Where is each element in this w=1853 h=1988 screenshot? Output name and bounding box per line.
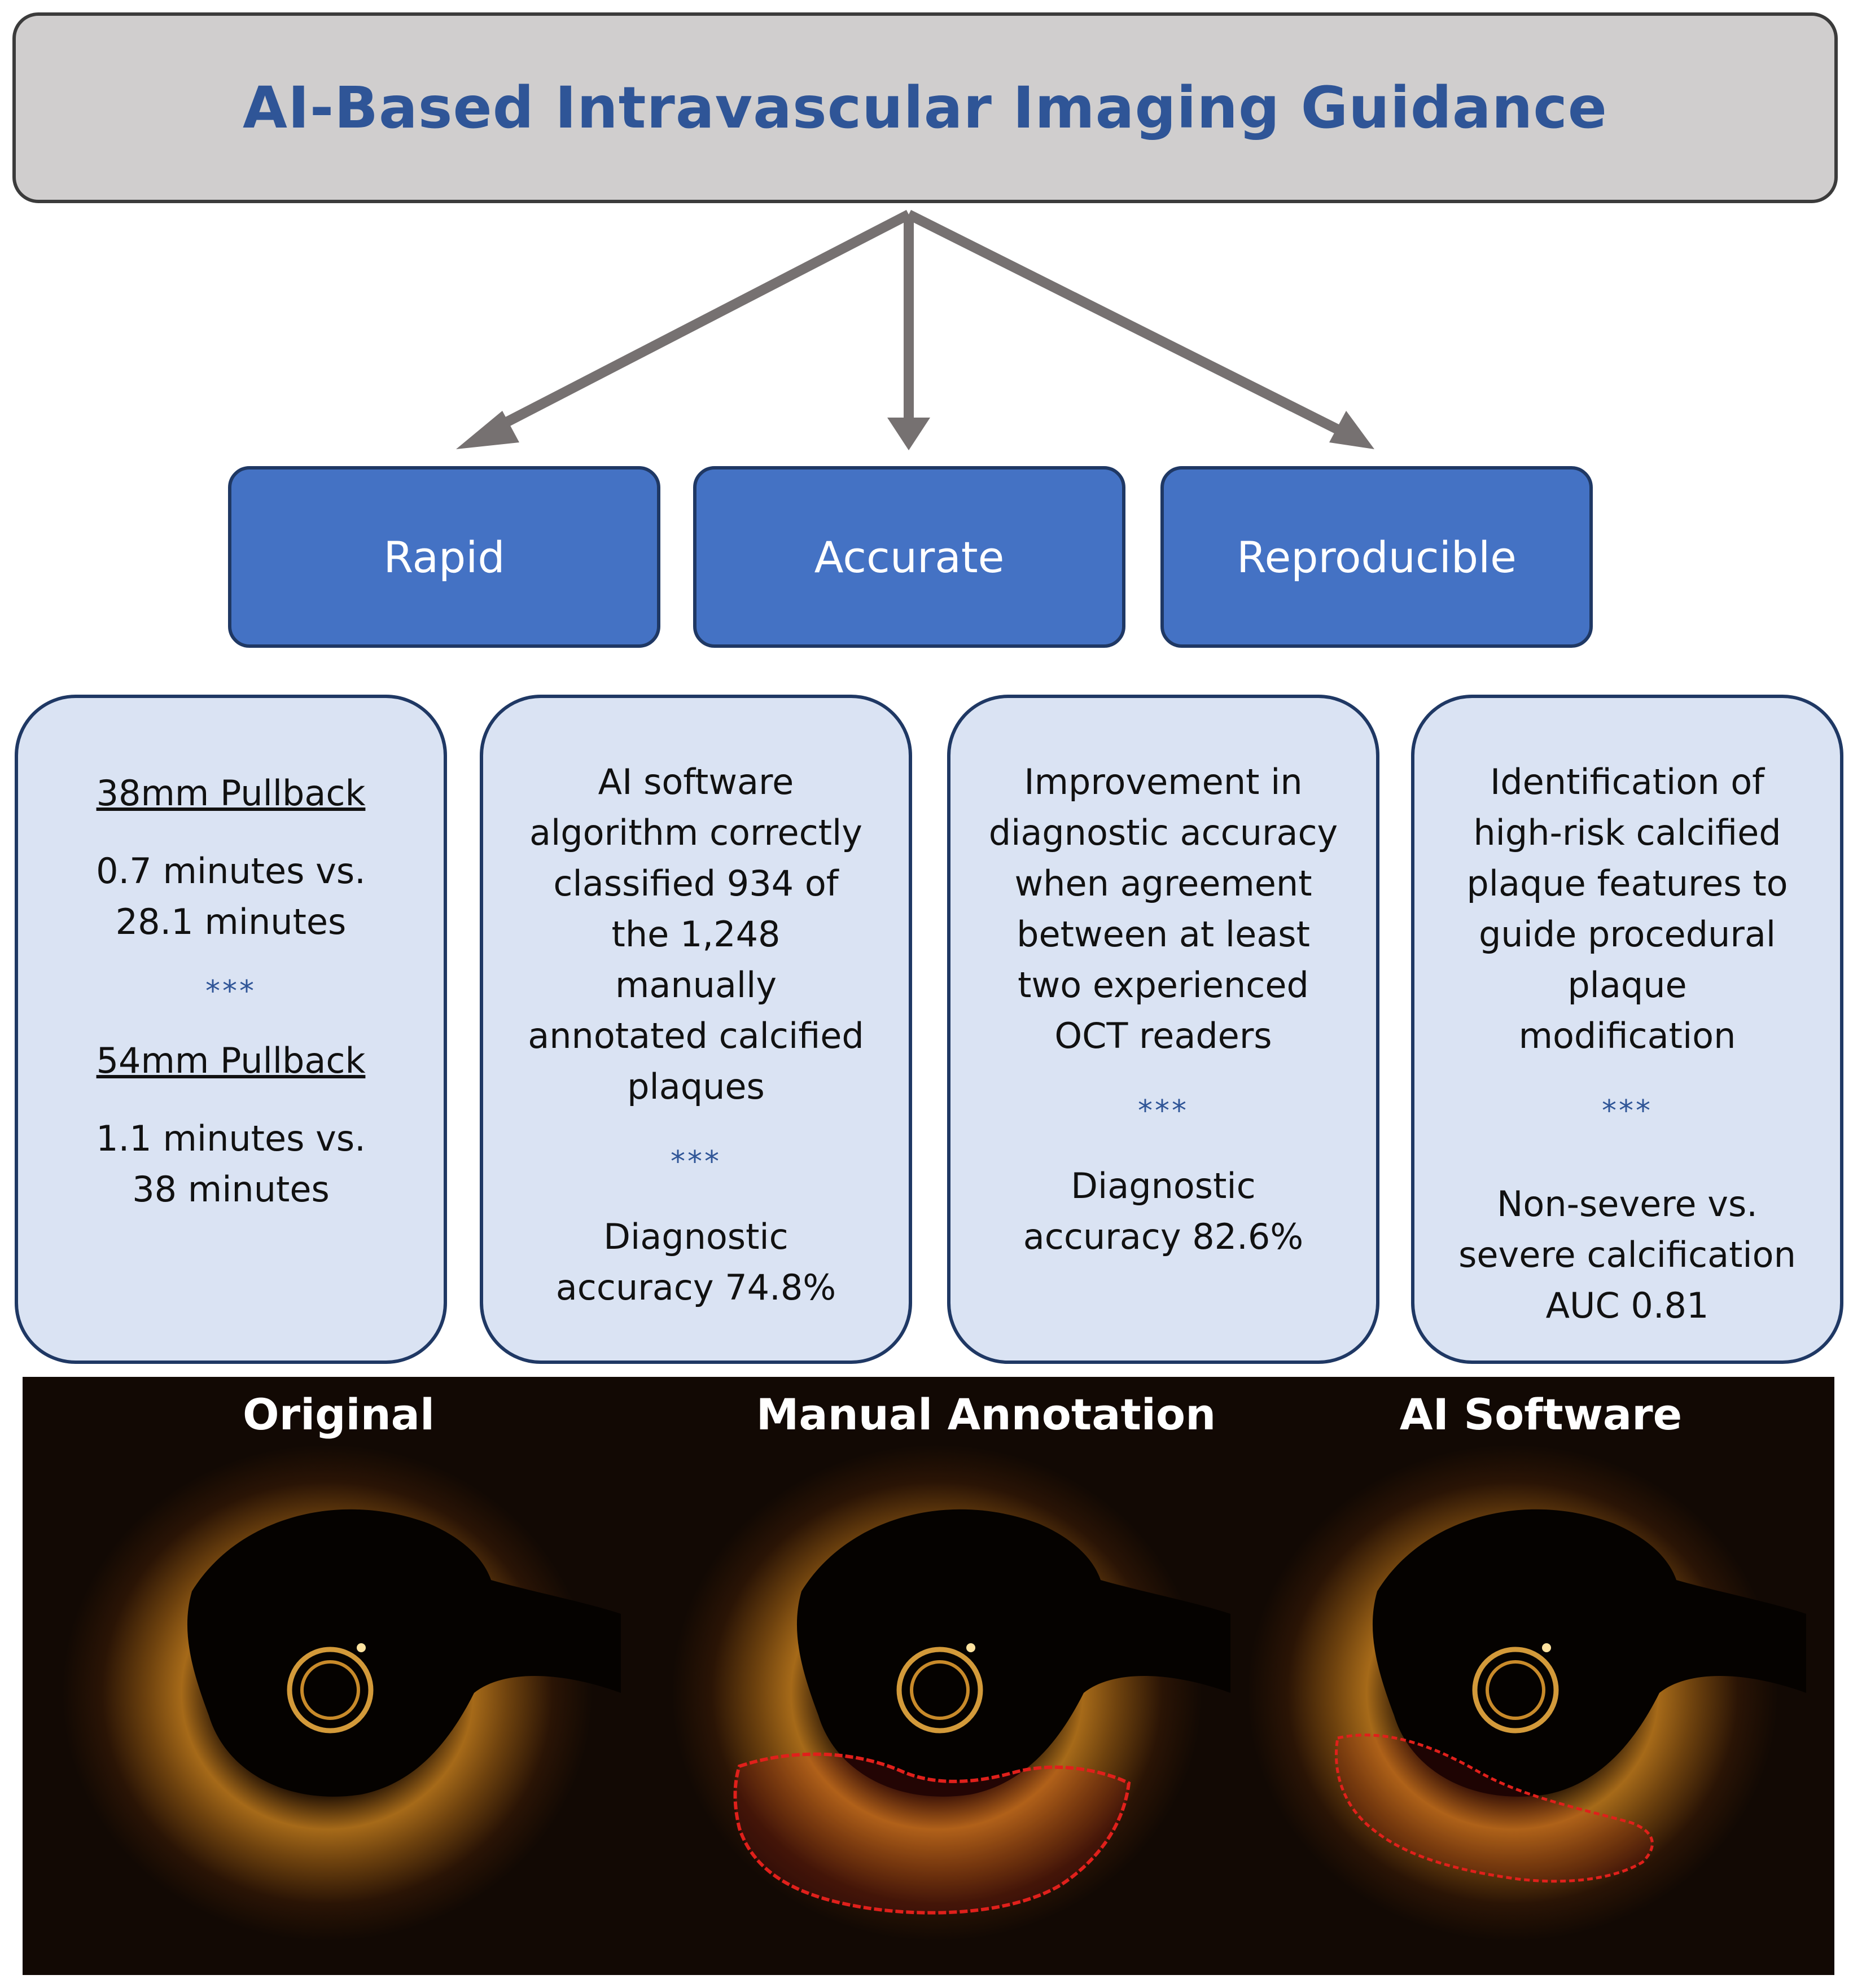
ai-annotation-outline [1335,1734,1654,1883]
oct-images [62,1445,1806,1941]
risk-description: Identification of high-risk calcified pl… [1466,761,1788,1056]
reproducible-description: Improvement in diagnostic accuracy when … [988,761,1338,1056]
card-accurate: AI software algorithm correctly classifi… [480,695,912,1364]
branch-arrows [456,209,1374,450]
category-accurate-label: Accurate [814,532,1005,582]
accurate-result: Diagnostic accuracy 74.8% [555,1216,836,1308]
title-box: AI-Based Intravascular Imaging Guidance [12,12,1838,203]
label-manual-annotation: Manual Annotation [756,1389,1216,1440]
label-original: Original [242,1389,435,1440]
heading-38mm: 38mm Pullback [96,773,366,814]
category-rapid-label: Rapid [383,532,505,582]
accurate-description: AI software algorithm correctly classifi… [528,761,864,1107]
card-risk: Identification of high-risk calcified pl… [1411,695,1843,1364]
separator-stars: *** [671,1145,721,1179]
category-reproducible-label: Reproducible [1237,532,1517,582]
card-reproducible: Improvement in diagnostic accuracy when … [947,695,1379,1364]
rapid-text-38mm: 0.7 minutes vs. 28.1 minutes [96,850,366,942]
heading-54mm: 54mm Pullback [96,1040,366,1081]
risk-result: Non-severe vs. severe calcification AUC … [1458,1183,1796,1326]
rapid-text-54mm: 1.1 minutes vs. 38 minutes [96,1118,366,1210]
card-rapid: 38mm Pullback 0.7 minutes vs. 28.1 minut… [15,695,447,1364]
separator-stars: *** [1602,1094,1653,1128]
arrow-to-reproducible [906,209,1351,440]
oct-panel-original [62,1445,621,1941]
oct-panel-manual [672,1445,1230,1941]
arrowhead-accurate [887,418,930,450]
label-ai-software: AI Software [1399,1389,1683,1440]
arrowhead-rapid [456,411,519,449]
oct-image-strip: Original Manual Annotation AI Software [23,1377,1834,1975]
oct-panel-ai [1247,1445,1806,1941]
category-rapid: Rapid [228,466,660,648]
separator-stars: *** [1138,1094,1189,1128]
arrowhead-reproducible [1329,411,1374,449]
manual-annotation-outline [733,1752,1131,1915]
category-accurate: Accurate [693,466,1125,648]
separator-stars: *** [205,975,256,1008]
reproducible-result: Diagnostic accuracy 82.6% [1023,1165,1304,1257]
arrow-to-rapid [480,210,912,439]
diagram-title: AI-Based Intravascular Imaging Guidance [243,74,1607,142]
category-reproducible: Reproducible [1160,466,1593,648]
